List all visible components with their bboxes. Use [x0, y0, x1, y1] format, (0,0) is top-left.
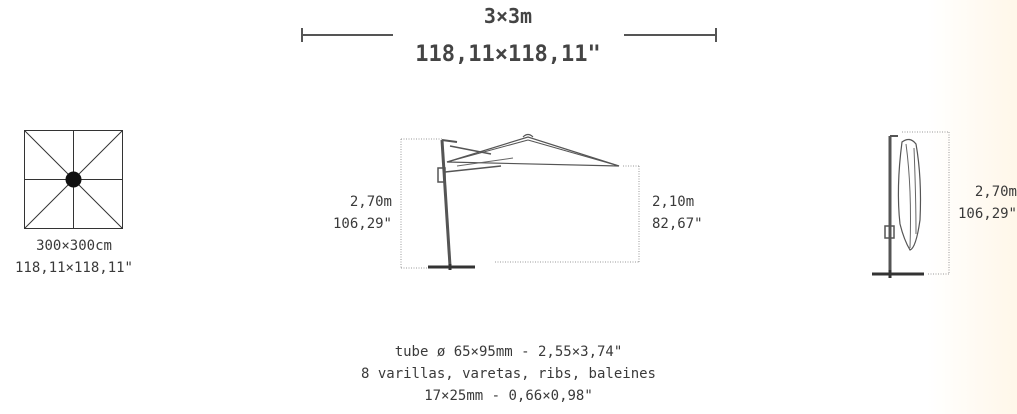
header-size-imperial: 118,11×118,11" — [415, 42, 601, 67]
side-view-right-height-m: 2,10m — [652, 194, 695, 210]
side-view-left-height-in: 106,29" — [332, 216, 392, 232]
side-view-open-umbrella-diagram — [400, 133, 640, 270]
closed-view-height-in: 106,29" — [957, 206, 1017, 222]
closed-umbrella-diagram — [872, 131, 950, 278]
header-size-metric: 3×3m — [483, 4, 533, 28]
spec-ribs: 8 varillas, varetas, ribs, baleines — [360, 366, 656, 382]
side-view-left-height-m: 2,70m — [349, 194, 392, 210]
top-view-canopy-diagram — [24, 130, 123, 229]
spec-tube: tube ø 65×95mm - 2,55×3,74" — [394, 344, 623, 360]
background-glow — [927, 0, 1017, 414]
side-view-right-height-in: 82,67" — [652, 216, 703, 232]
header-dimension-line — [301, 28, 717, 42]
spec-rib-size: 17×25mm - 0,66×0,98" — [424, 388, 593, 404]
top-view-size-cm: 300×300cm — [36, 238, 112, 254]
top-view-size-in: 118,11×118,11" — [14, 260, 133, 276]
closed-view-height-m: 2,70m — [974, 184, 1017, 200]
